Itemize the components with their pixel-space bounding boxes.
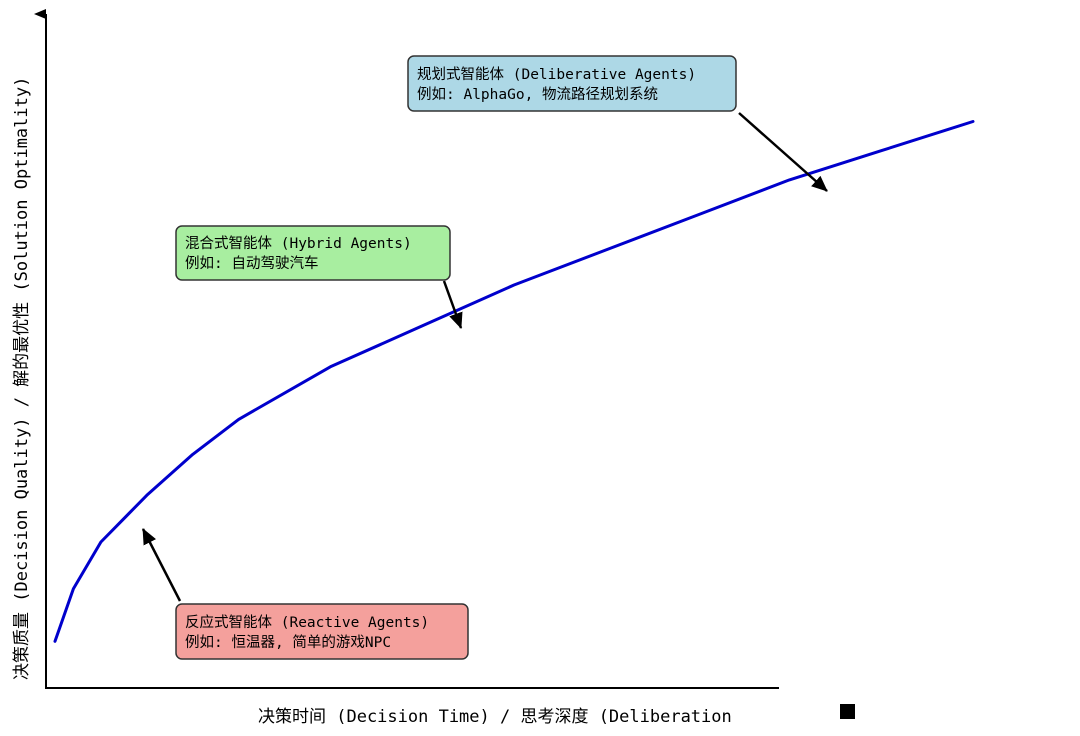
y-axis-label: 决策质量 (Decision Quality) / 解的最优性 (Solutio… (12, 77, 32, 680)
annotation-box-hybrid (175, 225, 451, 281)
legend-marker (840, 704, 855, 719)
annotation-hybrid: 混合式智能体 (Hybrid Agents) 例如: 自动驾驶汽车 (175, 225, 451, 281)
annotation-hybrid-line2: 例如: 自动驾驶汽车 (185, 255, 318, 272)
annotation-box-reactive (175, 603, 469, 660)
annotation-reactive: 反应式智能体 (Reactive Agents) 例如: 恒温器, 简单的游戏N… (175, 603, 469, 660)
annotation-deliberative: 规划式智能体 (Deliberative Agents) 例如: AlphaGo… (407, 55, 737, 112)
annotation-hybrid-line1: 混合式智能体 (Hybrid Agents) (185, 235, 412, 252)
annotation-arrow-reactive (141, 528, 182, 602)
annotation-reactive-line1: 反应式智能体 (Reactive Agents) (185, 613, 429, 631)
annotation-box-deliberative (407, 55, 737, 112)
annotation-arrow-deliberative (738, 112, 828, 192)
annotation-arrow-hybrid (442, 280, 463, 329)
annotation-deliberative-line1: 规划式智能体 (Deliberative Agents) (417, 66, 696, 83)
annotation-reactive-line2: 例如: 恒温器, 简单的游戏NPC (185, 634, 391, 651)
annotation-deliberative-line2: 例如: AlphaGo, 物流路径规划系统 (417, 86, 658, 103)
series-line (53, 120, 975, 643)
x-axis-label: 决策时间 (Decision Time) / 思考深度 (Deliberatio… (258, 707, 732, 727)
